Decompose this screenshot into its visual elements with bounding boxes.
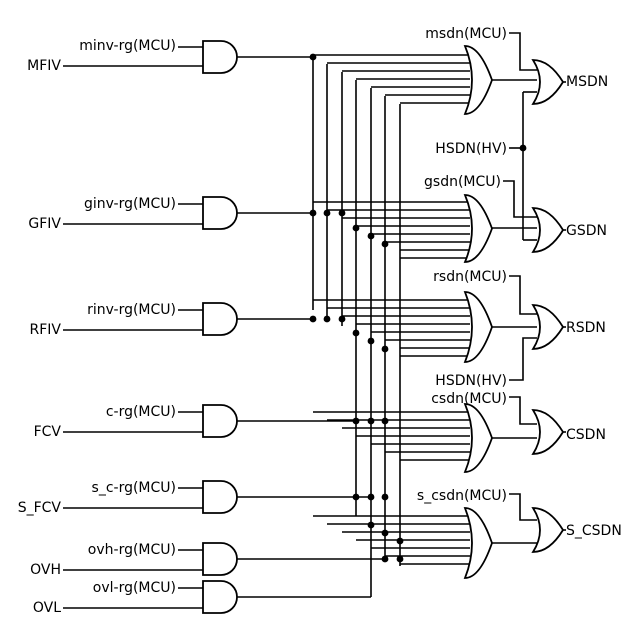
junction-dot <box>310 316 317 323</box>
junction-dot <box>382 530 389 537</box>
junction-dot <box>382 556 389 563</box>
label-s-csdn: S_CSDN <box>566 523 622 539</box>
junction-dot <box>368 418 375 425</box>
or-gate-msdn <box>465 46 492 114</box>
or-gate-rsdn <box>465 292 492 362</box>
label-rsdn: RSDN <box>566 320 606 336</box>
junction-dot <box>310 210 317 217</box>
junction-dot <box>324 316 331 323</box>
label-c-rg: c-rg(MCU) <box>106 404 176 420</box>
and-gate-r <box>203 303 237 335</box>
junction-dot <box>368 494 375 501</box>
label-gsdn-mcu: gsdn(MCU) <box>424 174 501 190</box>
hsdn-wire <box>509 338 537 380</box>
label-hsdn-hv-bottom: HSDN(HV) <box>435 373 507 389</box>
label-csdn: CSDN <box>566 427 606 443</box>
label-msdn: MSDN <box>566 74 608 90</box>
and-gate-ovh <box>203 543 237 575</box>
label-mfiv: MFIV <box>27 58 61 74</box>
label-ginv-rg: ginv-rg(MCU) <box>84 196 176 212</box>
label-s-fcv: S_FCV <box>18 500 62 516</box>
or-gate-scsdn <box>465 508 492 578</box>
and-gate-sc <box>203 481 237 513</box>
label-csdn-mcu: csdn(MCU) <box>431 391 507 407</box>
mcu-input <box>509 33 537 70</box>
junction-dot <box>353 494 360 501</box>
label-rinv-rg: rinv-rg(MCU) <box>87 302 176 318</box>
junction-dot <box>339 316 346 323</box>
label-rsdn-mcu: rsdn(MCU) <box>433 269 507 285</box>
junction-dot <box>368 522 375 529</box>
label-ovl-rg: ovl-rg(MCU) <box>93 580 176 596</box>
junction-dot <box>353 225 360 232</box>
junction-dot <box>310 54 317 61</box>
junction-dot <box>368 338 375 345</box>
junction-dot <box>368 233 375 240</box>
label-s-c-rg: s_c-rg(MCU) <box>92 480 176 496</box>
junction-dot <box>520 145 527 152</box>
label-fcv: FCV <box>34 424 62 440</box>
and-gate-ovl <box>203 581 237 613</box>
junction-dot <box>382 241 389 248</box>
junction-dot <box>353 418 360 425</box>
and-gate-g <box>203 197 237 229</box>
label-minv-rg: minv-rg(MCU) <box>79 38 176 54</box>
junction-dot <box>353 330 360 337</box>
junction-dot <box>324 210 331 217</box>
or-gate-out-csdn <box>533 410 563 454</box>
junction-dot <box>397 556 404 563</box>
or-gate-gsdn <box>465 195 492 262</box>
or-gate-csdn <box>465 404 492 472</box>
label-msdn-mcu: msdn(MCU) <box>425 26 507 42</box>
junction-dot <box>382 346 389 353</box>
label-gfiv: GFIV <box>28 216 61 232</box>
label-rfiv: RFIV <box>30 322 62 338</box>
junction-dot <box>339 210 346 217</box>
label-ovh: OVH <box>30 562 61 578</box>
junction-dot <box>397 538 404 545</box>
junction-dot <box>382 418 389 425</box>
mcu-input <box>509 494 537 520</box>
label-hsdn-hv-top: HSDN(HV) <box>435 141 507 157</box>
mcu-input <box>503 181 537 217</box>
or-gate-out-gsdn <box>533 208 563 252</box>
label-ovl: OVL <box>33 600 61 616</box>
and-gate-m <box>203 41 237 73</box>
and-gate-c <box>203 405 237 437</box>
label-gsdn: GSDN <box>566 223 607 239</box>
label-s-csdn-mcu: s_csdn(MCU) <box>417 488 507 504</box>
label-ovh-rg: ovh-rg(MCU) <box>88 542 176 558</box>
labels: minv-rg(MCU) MFIV ginv-rg(MCU) GFIV rinv… <box>18 26 622 616</box>
or-gate-out-msdn <box>533 60 563 104</box>
junction-dot <box>382 494 389 501</box>
mcu-input <box>509 276 537 314</box>
or-gate-out-scsdn <box>533 508 563 552</box>
or-gate-out-rsdn <box>533 305 563 349</box>
